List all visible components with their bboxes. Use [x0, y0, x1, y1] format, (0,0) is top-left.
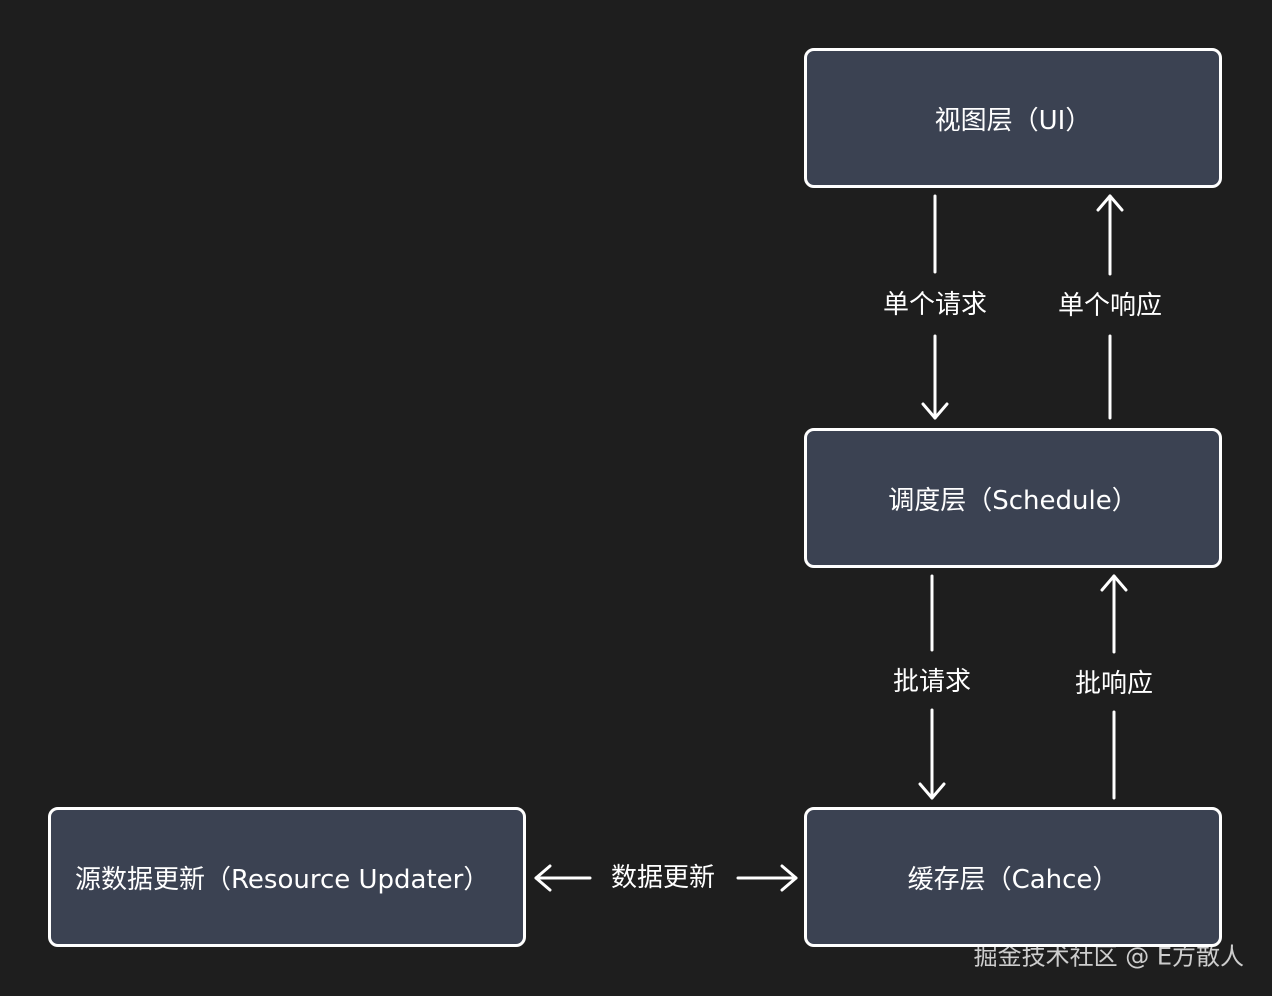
cache-layer-label: 缓存层（Cahce）: [907, 864, 1119, 895]
batch-request-arrowhead: [918, 782, 946, 800]
single-request-label: 单个请求: [882, 290, 988, 320]
resource-updater-label: 源数据更新（Resource Updater）: [75, 864, 490, 895]
ui-layer-label: 视图层（UI）: [934, 105, 1092, 136]
cache-layer-node: 缓存层（Cahce）: [804, 807, 1222, 947]
schedule-layer-node: 调度层（Schedule）: [804, 428, 1222, 568]
data-update-right-arrowhead: [780, 864, 798, 892]
resource-updater-node: 源数据更新（Resource Updater）: [48, 807, 526, 947]
batch-response-label: 批响应: [1074, 669, 1154, 699]
batch-request-label: 批请求: [892, 667, 972, 697]
single-request-arrowhead: [921, 402, 949, 420]
schedule-layer-label: 调度层（Schedule）: [888, 485, 1138, 516]
data-update-label: 数据更新: [610, 863, 716, 893]
watermark: 掘金技术社区 @ E方散人: [973, 942, 1244, 971]
batch-response-arrowhead: [1100, 574, 1128, 592]
single-response-arrowhead: [1096, 194, 1124, 212]
data-update-left-arrowhead: [534, 864, 552, 892]
single-response-label: 单个响应: [1057, 291, 1163, 321]
ui-layer-node: 视图层（UI）: [804, 48, 1222, 188]
